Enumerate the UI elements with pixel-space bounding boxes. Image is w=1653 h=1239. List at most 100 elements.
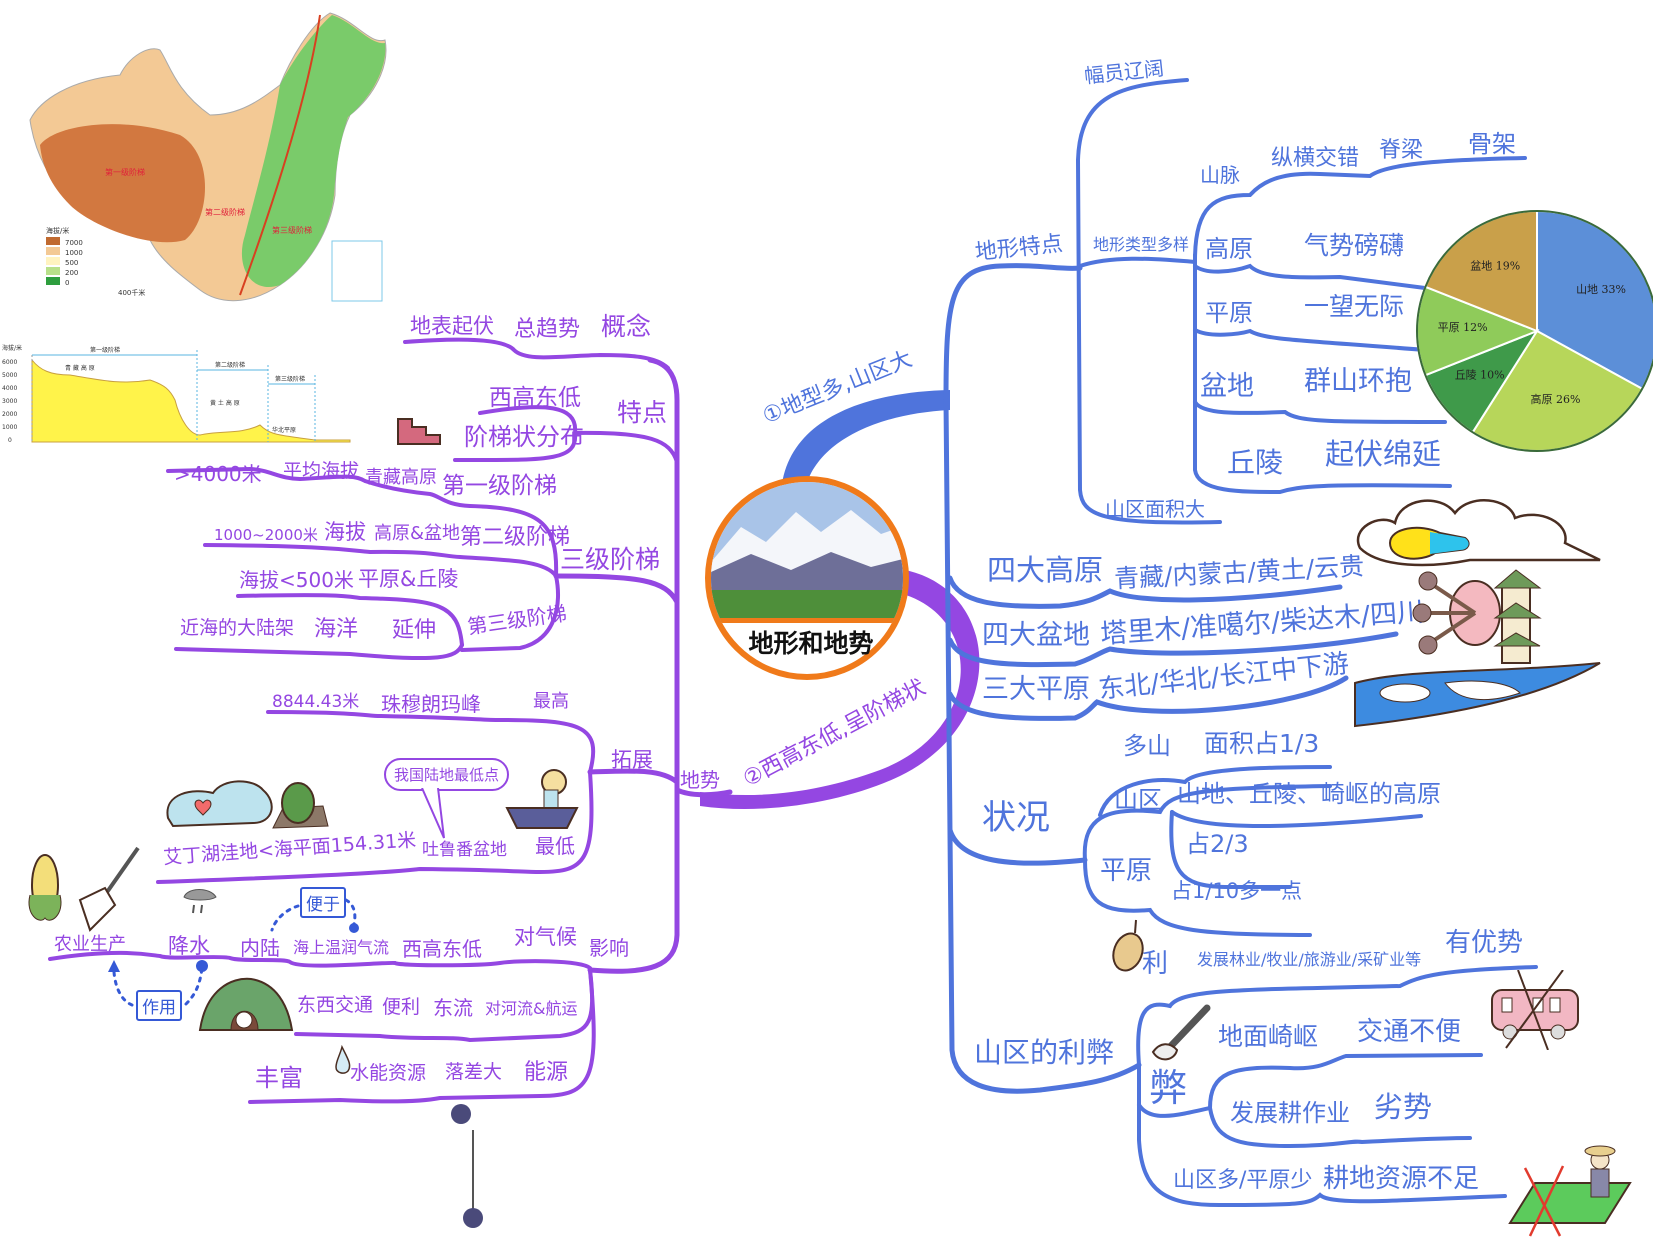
node-mountain-area: 山区面积大 <box>1105 497 1205 521</box>
pie-label: 山地 33% <box>1576 283 1626 296</box>
node-basin-desc: 群山环抱 <box>1304 366 1412 397</box>
map-step1-label: 第一级阶梯 <box>105 167 145 177</box>
node-convenient: 便利 <box>382 996 421 1018</box>
node-hills: 丘陵 <box>1227 446 1284 479</box>
node-many-mountains: 多山 <box>1123 732 1171 760</box>
label-effect: 作用 <box>136 990 182 1021</box>
node-basin: 盆地 <box>1200 371 1254 402</box>
node-feature-a: 西高东低 <box>489 385 581 411</box>
node-plain-desc: 一望无际 <box>1304 292 1405 321</box>
node-status-plain: 平原 <box>1100 856 1153 886</box>
potato-icon <box>1112 919 1144 972</box>
node-step2-key: 海拔 <box>324 520 366 544</box>
node-step1-value: >4000米 <box>174 462 262 486</box>
profile-region1: 青 藏 高 原 <box>65 364 95 372</box>
node-east-flow: 东流 <box>433 996 473 1020</box>
node-pros-cons: 山区的利弊 <box>974 1036 1115 1069</box>
node-step3-shelf: 近海的大陆架 <box>180 617 295 639</box>
node-step1-region: 青藏高原 <box>365 467 437 488</box>
node-pro: 利 <box>1142 949 1169 979</box>
pie-label: 高原 26% <box>1531 392 1581 406</box>
node-three-plains: 三大平原 <box>982 674 1090 705</box>
node-influence: 影响 <box>589 936 629 960</box>
node-river-shipping: 对河流&航运 <box>485 999 578 1018</box>
center-title: 地形和地势 <box>748 629 874 658</box>
node-four-plateaus: 四大高原 <box>987 553 1104 587</box>
node-relief: 地势 <box>680 768 720 792</box>
water-drop-icon <box>335 1045 351 1074</box>
node-concept-b: 地表起伏 <box>410 314 494 338</box>
node-agriculture: 农业生产 <box>54 934 126 955</box>
node-feature-b: 阶梯状分布 <box>464 423 584 451</box>
node-mountains: 山脉 <box>1200 163 1240 187</box>
node-step2: 第二级阶梯 <box>460 525 571 550</box>
pie-outline <box>1416 210 1653 452</box>
pot-mushroom-icon <box>505 769 579 829</box>
profile-ylabel: 海拔/米 <box>2 344 22 352</box>
pie-label: 盆地 19% <box>1470 258 1520 272</box>
cloud-icon <box>1356 499 1601 567</box>
branch-terrain-thick <box>782 390 950 486</box>
profile-ytick: 3000 <box>2 398 17 405</box>
terrain-profile-figure: 海拔/米 6000 5000 4000 3000 2000 1000 0 第一级… <box>2 344 351 444</box>
node-mountains-role2: 骨架 <box>1468 130 1516 158</box>
node-drop: 落差大 <box>445 1061 503 1083</box>
node-step1: 第一级阶梯 <box>442 473 557 499</box>
dotted-arrow-facilitate <box>270 904 300 932</box>
profile-ytick: 6000 <box>2 359 17 366</box>
center-node[interactable] <box>705 476 909 680</box>
landform-pie-chart: 山地 33% 高原 26% 丘陵 10% 平原 12% 盆地 19% <box>1416 209 1653 452</box>
tunnel-mountain-icon <box>198 977 294 1031</box>
stairs-icon <box>397 418 441 445</box>
illustration-cloud-drum-river <box>1354 499 1601 728</box>
profile-region2: 黄 土 高 原 <box>210 399 240 407</box>
node-traffic: 东西交通 <box>297 994 374 1016</box>
node-diverse: 地形类型多样 <box>1093 235 1190 254</box>
pendulum-icon <box>451 1104 483 1228</box>
node-two-thirds: 占2/3 <box>1186 830 1249 858</box>
node-step3-extend: 延伸 <box>392 618 437 643</box>
profile-ytick: 4000 <box>2 385 17 392</box>
node-step3-value: 海拔<500米 <box>239 568 354 592</box>
node-highest: 最高 <box>533 691 569 712</box>
map-step2-label: 第二级阶梯 <box>205 207 245 217</box>
speech-bubble-lowest-point: 我国陆地最低点 <box>384 758 510 791</box>
node-pro-desc: 发展林业/牧业/旅游业/采矿业等 <box>1197 950 1422 969</box>
node-mountains-role1: 脊梁 <box>1379 138 1424 163</box>
profile-step3: 第三级阶梯 <box>275 375 305 383</box>
china-terrain-map: 海拔/米 7000 1000 500 200 0 400千米 第一级阶梯 第二级… <box>29 12 387 302</box>
node-plateau-desc: 气势磅礴 <box>1304 231 1405 260</box>
profile-step1: 第一级阶梯 <box>90 346 120 354</box>
node-status: 状况 <box>982 798 1050 838</box>
node-climate: 对气候 <box>514 925 577 949</box>
node-mountain-region: 山区 <box>1114 786 1162 814</box>
node-con1-result: 交通不便 <box>1357 1017 1462 1047</box>
node-peak: 珠穆朗玛峰 <box>381 692 481 716</box>
node-step3-sea: 海洋 <box>314 617 359 642</box>
pie-label: 平原 12% <box>1438 321 1488 334</box>
node-plateau: 高原 <box>1205 235 1253 263</box>
node-feature: 特点 <box>617 398 668 427</box>
node-hydro: 水能资源 <box>350 1062 427 1084</box>
map-legend-value: 0 <box>65 279 69 287</box>
corn-shovel-icon <box>28 846 140 932</box>
node-pro-result: 有优势 <box>1445 928 1524 958</box>
node-inland: 内陆 <box>240 936 280 960</box>
node-lowest: 最低 <box>535 834 575 858</box>
profile-ytick: 1000 <box>2 424 17 431</box>
map-legend-value: 1000 <box>65 249 83 257</box>
node-turpan: 吐鲁番盆地 <box>422 840 507 860</box>
crossed-farmer-icon <box>1508 1145 1632 1237</box>
node-three-steps: 三级阶梯 <box>560 545 661 574</box>
node-con2: 发展耕作业 <box>1230 1099 1350 1127</box>
node-plain-share: 占1/10多一点 <box>1171 879 1303 903</box>
label-facilitate: 便于 <box>300 887 346 918</box>
profile-step2: 第二级阶梯 <box>215 361 245 369</box>
node-con2-result: 劣势 <box>1374 1090 1433 1124</box>
profile-ytick: 0 <box>8 437 12 444</box>
node-peak-height: 8844.43米 <box>272 692 360 712</box>
node-step2-value: 1000~2000米 <box>214 526 318 544</box>
pie-label: 丘陵 10% <box>1455 368 1505 381</box>
